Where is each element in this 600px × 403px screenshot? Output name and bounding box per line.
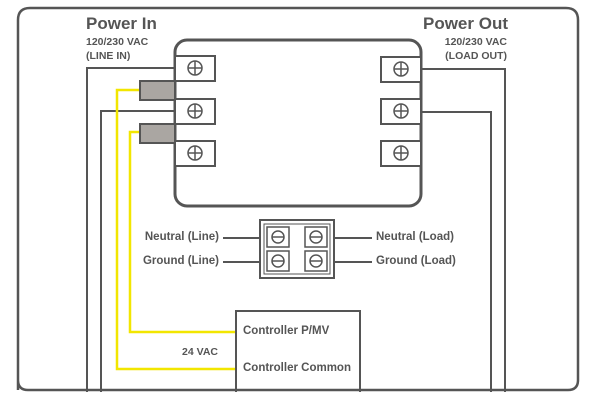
line-in-wire-1 [86,67,175,392]
load-out-wire-1 [421,68,506,392]
screw-icon [393,145,409,161]
low-voltage-wire-pmv [128,130,236,334]
power-in-note: (LINE IN) [86,50,131,62]
power-out-note: (LOAD OUT) [445,50,507,62]
slot-screw-icon [309,254,323,268]
low-voltage-wire-common [115,88,236,371]
connector-1 [139,80,176,101]
neutral-ground-block [259,219,335,279]
power-in-voltage: 120/230 VAC [86,36,149,48]
enclosure-outline [16,6,580,392]
power-out-title: Power Out [422,14,508,33]
power-out-voltage: 120/230 VAC [444,36,507,48]
ground-load-label: Ground (Load) [376,255,456,267]
slot-screw-icon [271,230,285,244]
controller-common-label: Controller Common [243,362,351,374]
controller-box [235,310,361,392]
neutral-line-label: Neutral (Line) [144,231,219,243]
slot-screw-icon [271,254,285,268]
screw-icon [393,61,409,77]
connector-2 [139,123,176,144]
line-in-wire-2 [100,110,175,392]
slot-screw-icon [309,230,323,244]
24vac-label: 24 VAC [182,346,218,358]
screw-icon [187,103,203,119]
load-out-wire-2 [421,111,492,392]
controller-pmv-label: Controller P/MV [243,325,330,337]
screw-icon [187,145,203,161]
neutral-load-label: Neutral (Load) [376,231,454,243]
power-in-title: Power In [86,14,157,33]
screw-icon [393,103,409,119]
screw-icon [187,60,203,76]
ground-line-label: Ground (Line) [142,255,219,267]
